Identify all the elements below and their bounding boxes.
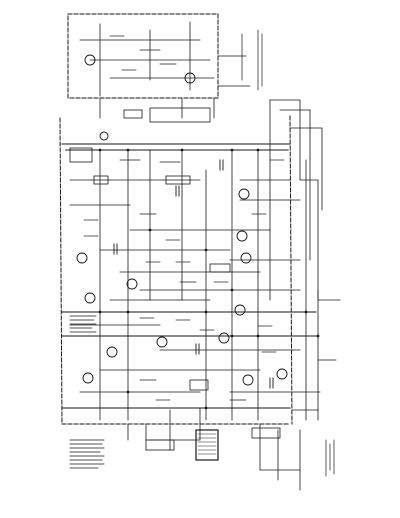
component-blocks xyxy=(69,107,281,461)
bottom-left-legend xyxy=(69,439,105,469)
junction-dots xyxy=(98,148,320,410)
upper-subboard-outline xyxy=(67,13,219,99)
right-note-block xyxy=(241,29,335,477)
left-legend-block xyxy=(69,315,97,337)
bottom-traces xyxy=(127,407,301,491)
signal-wiring xyxy=(69,179,321,393)
right-feed-lines xyxy=(269,99,341,411)
upper-subboard-wiring xyxy=(79,21,251,119)
resistor-marks xyxy=(83,35,285,401)
power-rails xyxy=(61,143,317,409)
vertical-buses xyxy=(99,99,319,421)
ic-pin-lines xyxy=(197,433,217,455)
capacitor-marks xyxy=(113,159,274,389)
transistor-symbols xyxy=(76,54,288,386)
